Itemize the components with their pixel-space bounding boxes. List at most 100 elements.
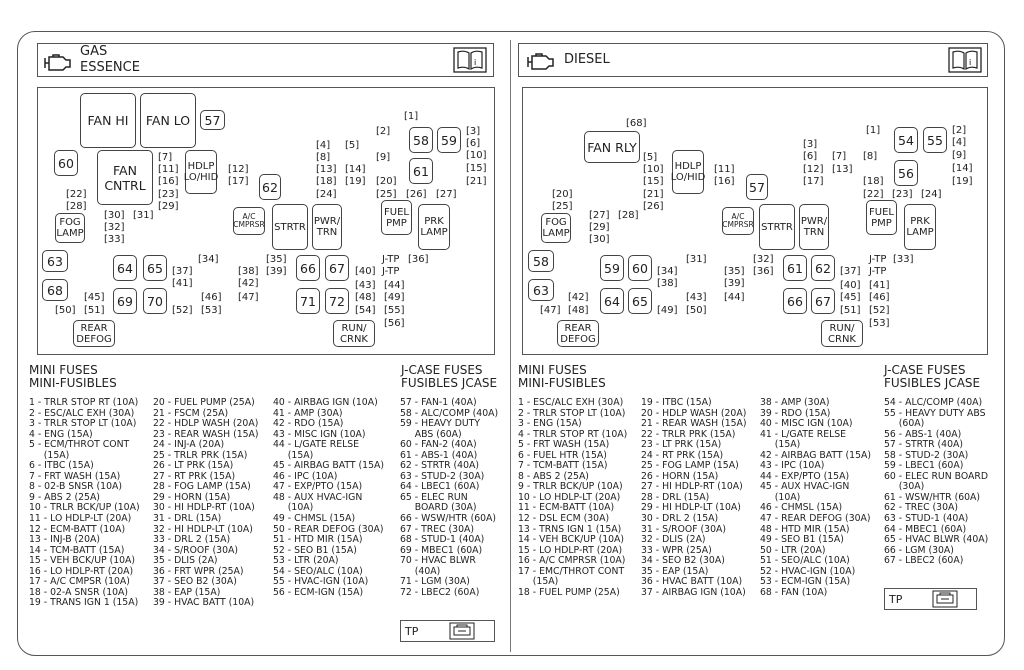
manual-book-icon: i — [948, 47, 982, 73]
diesel-fuse-11: [11] — [714, 164, 735, 175]
diesel-fuse-18: [18] — [863, 176, 884, 187]
gas-relay-prk-lamp: PRK LAMP — [418, 204, 450, 250]
diesel-header — [518, 43, 988, 77]
gas-relay-60: 60 — [54, 150, 78, 176]
gas-fuse-20: [20] — [376, 176, 397, 187]
gas-fuse-14: [14] — [345, 164, 366, 175]
diesel-fuse-6: [6] — [803, 151, 818, 162]
gas-relay-rear-defog: REAR DEFOG — [73, 320, 115, 347]
gas-fuse-47: [47] — [238, 292, 259, 303]
gas-jtp-1: J-TP — [382, 254, 400, 265]
diesel-fuse-46: [46] — [869, 292, 890, 303]
diesel-relay-64: 64 — [600, 288, 624, 314]
diesel-relay-68: [68] — [626, 118, 647, 129]
gas-fuse-42: [42] — [238, 278, 259, 289]
diesel-fuse-17: [17] — [803, 176, 824, 187]
diesel-fuse-35: [35] — [724, 266, 745, 277]
gas-fuse-53: [53] — [201, 305, 222, 316]
diesel-fuse-40: [40] — [840, 280, 861, 291]
diesel-fuse-32: [32] — [753, 254, 774, 265]
diesel-jcase-fuses-title: J-CASE FUSES — [884, 363, 966, 377]
diesel-fuse-8: [8] — [863, 151, 878, 162]
gas-fuse-32: [32] — [104, 222, 125, 233]
diesel-relay-59: 59 — [600, 255, 624, 281]
gas-relay-58: 58 — [409, 127, 433, 153]
gas-relay-68: 68 — [42, 279, 68, 301]
gas-fuse-35: [35] — [266, 254, 287, 265]
diesel-fuse-36: [36] — [753, 266, 774, 277]
gas-fuse-39: [39] — [266, 266, 287, 277]
gas-fuse-16: [16] — [158, 176, 179, 187]
diesel-relay-55: 55 — [923, 127, 947, 153]
gas-fuse-block-diagram — [37, 87, 495, 355]
diesel-fuse-31: [31] — [686, 254, 707, 265]
diesel-relay-prk-lamp: PRK LAMP — [904, 204, 936, 250]
gas-fuse-49: [49] — [384, 292, 405, 303]
diesel-fuse-53: [53] — [869, 318, 890, 329]
diesel-fuse-2: [2] — [952, 125, 967, 136]
gas-fuse-23: [23] — [158, 189, 179, 200]
diesel-fuse-42: [42] — [568, 292, 589, 303]
diesel-relay-rear-defog: REAR DEFOG — [557, 320, 599, 347]
diesel-mini-fuses-title: MINI FUSES — [518, 363, 587, 377]
gas-fuse-26: [26] — [406, 189, 427, 200]
gas-header — [37, 43, 494, 77]
diesel-fuse-list-col1: 1 - ESC/ALC EXH (30A) 2 - TRLR STOP LT (… — [518, 397, 628, 598]
diesel-fuse-25: [25] — [552, 201, 573, 212]
gas-fuse-24: [24] — [316, 189, 337, 200]
diesel-title: DIESEL — [564, 52, 610, 67]
engine-icon — [44, 54, 71, 71]
gas-jcase-fusibles-title: FUSIBLES JCASE — [401, 376, 498, 390]
gas-fuse-28: [28] — [66, 201, 87, 212]
tp-connector-icon — [932, 590, 958, 608]
gas-relay-fog-lamp: FOG LAMP — [55, 213, 85, 243]
diesel-relay-fog-lamp: FOG LAMP — [541, 213, 571, 243]
gas-relay-fan-lo: FAN LO — [140, 93, 196, 148]
gas-fuse-6: [6] — [466, 138, 481, 149]
gas-relay-pwr-trn: PWR/ TRN — [312, 204, 342, 250]
gas-fuse-1: [1] — [404, 111, 419, 122]
svg-text:i: i — [474, 58, 476, 67]
diesel-relay-66: 66 — [783, 288, 807, 314]
gas-relay-57: 57 — [200, 110, 225, 130]
diesel-fuse-29: [29] — [589, 222, 610, 233]
gas-fuse-56: [56] — [384, 318, 405, 329]
gas-relay-66: 66 — [296, 255, 320, 281]
diesel-fuse-50: [50] — [686, 305, 707, 316]
gas-fuse-2: [2] — [376, 126, 391, 137]
diesel-tp-box — [884, 588, 977, 610]
gas-relay-hdlp-lo-hid: HDLP LO/HID — [184, 150, 218, 194]
gas-fuse-44: [44] — [384, 280, 405, 291]
gas-fuse-43: [43] — [355, 280, 376, 291]
gas-fuse-list-col1: 1 - TRLR STOP RT (10A) 2 - ESC/ALC EXH (… — [29, 397, 140, 609]
gas-fuse-3: [3] — [466, 126, 481, 137]
gas-relay-ac-cmprsr: A/C CMPRSR — [233, 207, 265, 235]
gas-fuse-34: [34] — [198, 254, 219, 265]
gas-relay-63: 63 — [42, 250, 68, 272]
diesel-fuse-list-col2: 19 - ITBC (15A) 20 - HDLP WASH (20A) 21 … — [641, 397, 747, 598]
diesel-fuse-34: [34] — [657, 266, 678, 277]
diesel-fuse-16: [16] — [714, 176, 735, 187]
engine-icon — [527, 53, 554, 70]
gas-relay-59: 59 — [437, 127, 461, 153]
gas-relay-strtr: STRTR — [272, 204, 308, 250]
diesel-fuse-15: [15] — [643, 176, 664, 187]
gas-fuse-48: [48] — [355, 292, 376, 303]
gas-fuse-27: [27] — [436, 189, 457, 200]
gas-fuse-10: [10] — [466, 150, 487, 161]
diesel-relay-67: 67 — [811, 288, 835, 314]
diesel-relay-54: 54 — [894, 127, 918, 153]
diesel-fuse-27: [27] — [589, 210, 610, 221]
center-divider — [510, 40, 511, 652]
diesel-fuse-26: [26] — [643, 201, 664, 212]
diesel-jcase-fusibles-title: FUSIBLES JCASE — [884, 376, 981, 390]
diesel-fuse-30: [30] — [589, 234, 610, 245]
gas-title-line2: ESSENCE — [80, 60, 140, 75]
gas-jcase-fuses-title: J-CASE FUSES — [401, 363, 483, 377]
diesel-relay-57: 57 — [746, 174, 768, 200]
diesel-fuse-20: [20] — [552, 189, 573, 200]
gas-mini-fuses-title: MINI FUSES — [29, 363, 98, 377]
gas-fuse-52: [52] — [172, 305, 193, 316]
diesel-fuse-5: [5] — [643, 152, 658, 163]
diesel-fuse-13: [13] — [832, 164, 853, 175]
